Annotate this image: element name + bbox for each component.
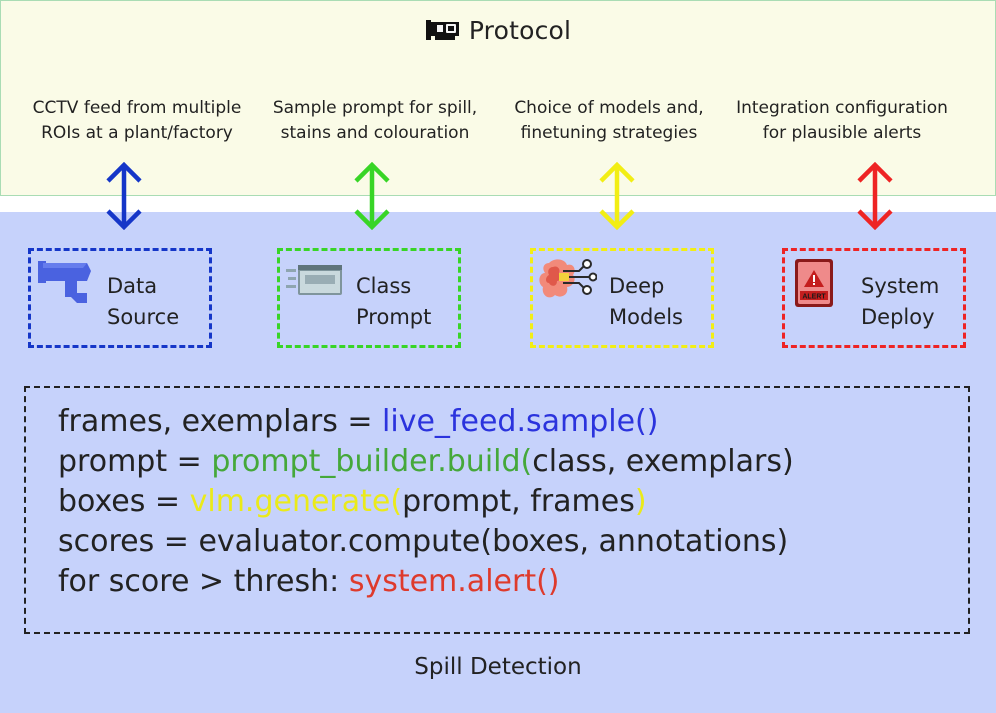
code-line-3: boxes = vlm.generate(prompt, frames) bbox=[58, 484, 647, 519]
deep-models-description: Choice of models and,finetuning strategi… bbox=[514, 98, 704, 143]
svg-text:ALERT: ALERT bbox=[802, 294, 826, 301]
deep-models-bidirectional-arrow bbox=[599, 162, 635, 230]
cctv-camera-icon bbox=[38, 261, 91, 303]
protocol-title: Protocol bbox=[468, 15, 572, 45]
pseudocode-box bbox=[24, 386, 970, 634]
alert-sign-icon: ALERT bbox=[795, 259, 833, 307]
protocol-title-row: Protocol bbox=[0, 12, 996, 48]
code-line-4: scores = evaluator.compute(boxes, annota… bbox=[58, 524, 789, 559]
code-line-5: for score > thresh: system.alert() bbox=[58, 564, 560, 599]
class-prompt-bidirectional-arrow bbox=[354, 162, 390, 230]
spill-detection-caption: Spill Detection bbox=[414, 654, 582, 680]
class-prompt-description: Sample prompt for spill,stains and colou… bbox=[272, 98, 478, 143]
code-line-2: prompt = prompt_builder.build(class, exe… bbox=[58, 444, 794, 479]
network-card-icon bbox=[425, 20, 459, 40]
protocol-panel bbox=[0, 0, 996, 196]
prompt-card-icon bbox=[286, 265, 342, 295]
system-deploy-bidirectional-arrow bbox=[857, 162, 893, 230]
brain-network-icon bbox=[539, 259, 597, 298]
data-source-bidirectional-arrow bbox=[106, 162, 142, 230]
pseudocode-lines: frames, exemplars = live_feed.sample() p… bbox=[58, 402, 794, 602]
code-line-1: frames, exemplars = live_feed.sample() bbox=[58, 404, 659, 439]
